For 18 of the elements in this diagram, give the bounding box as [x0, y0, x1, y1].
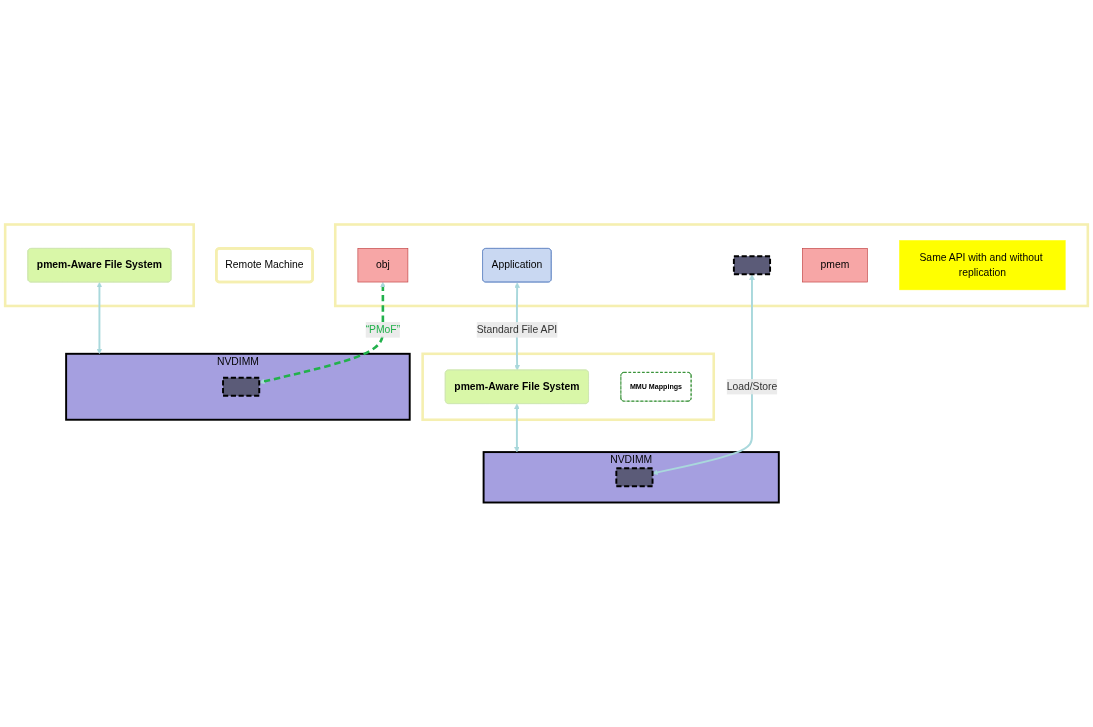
node-box	[732, 255, 772, 276]
node-box: Same API with and without replication	[899, 240, 1066, 291]
cluster: NVDIMM	[65, 352, 411, 421]
node-box: obj	[357, 248, 409, 283]
arrow	[652, 274, 755, 476]
edge-label: “PMoF”	[365, 324, 401, 336]
cluster	[333, 223, 1090, 308]
cluster: NVDIMM	[482, 451, 780, 504]
cluster	[421, 352, 716, 422]
cluster	[3, 223, 195, 308]
edge-label: Load/Store	[726, 380, 778, 392]
arrow	[259, 282, 386, 385]
edge-label: Standard File API	[476, 324, 558, 336]
arrow	[96, 282, 103, 355]
node-box	[615, 467, 654, 488]
node-box: pmem	[802, 248, 868, 283]
node-box	[222, 376, 261, 397]
arrow	[514, 403, 520, 453]
